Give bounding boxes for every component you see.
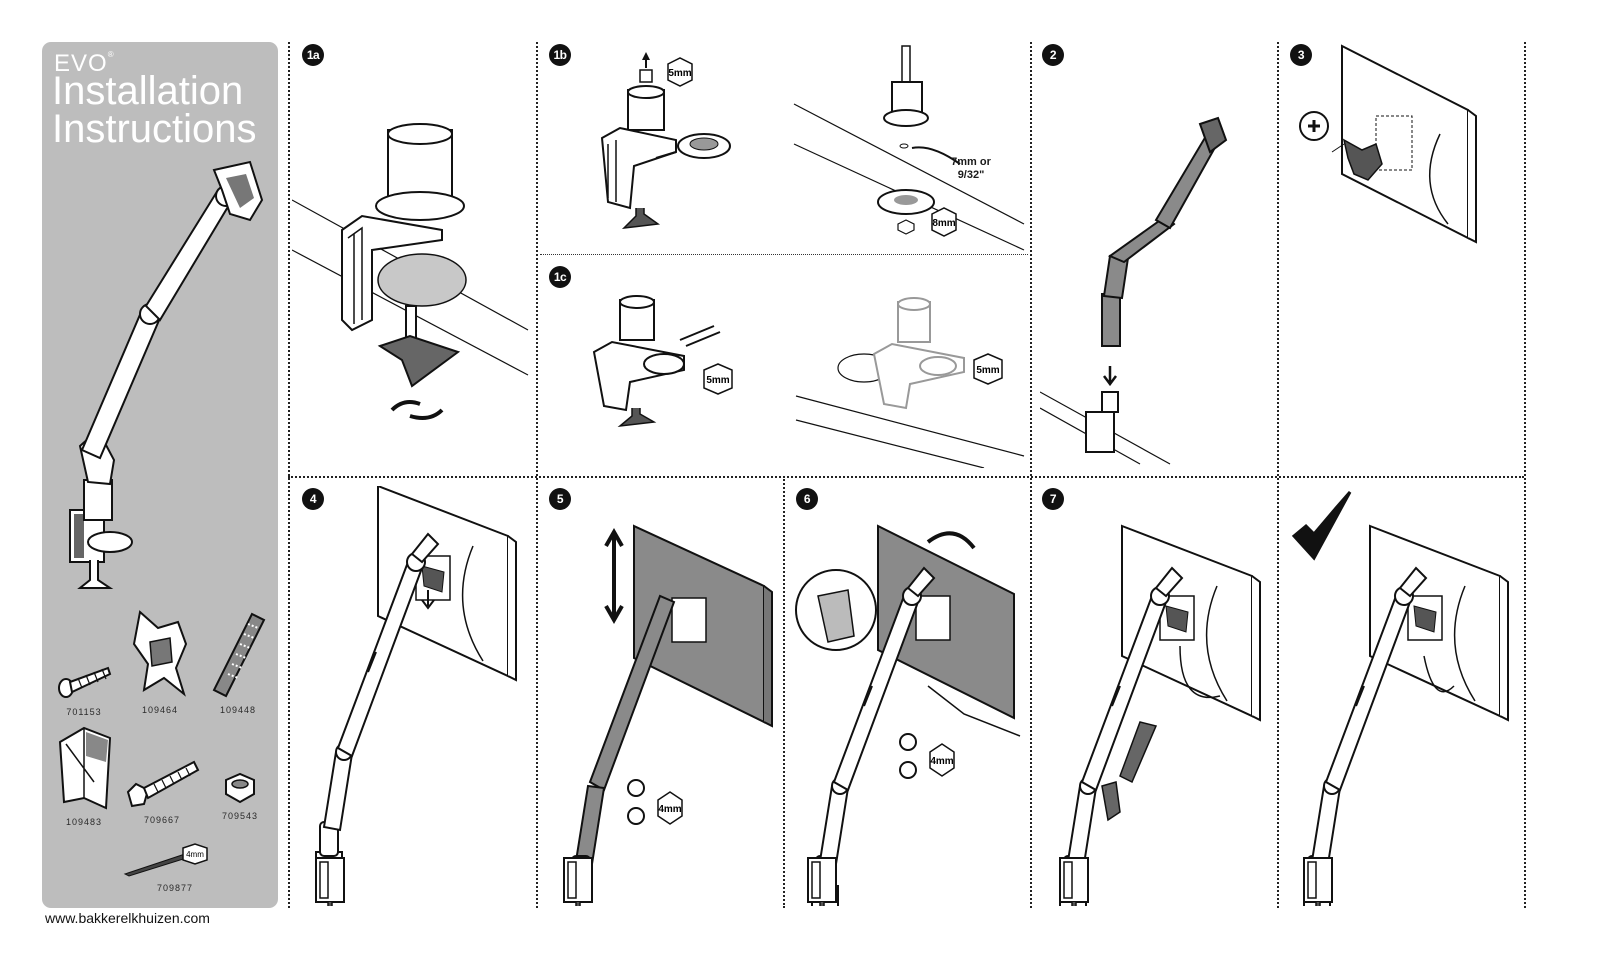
title-line-2: Instructions xyxy=(52,107,257,151)
grid-divider xyxy=(783,476,785,908)
tool-size-label: 5mm xyxy=(706,375,729,386)
part-code: 709543 xyxy=(221,811,259,821)
step-badge-6: 6 xyxy=(796,488,818,510)
step-2-illustration xyxy=(1040,116,1228,465)
grid-divider xyxy=(1030,42,1032,908)
allen-key-size: 4mm xyxy=(186,850,204,859)
hole-note-line-2: 9/32" xyxy=(957,169,985,181)
tool-size-label: 4mm xyxy=(930,756,953,767)
sidebar-panel: EVO® Installation Instructions 701153 10… xyxy=(42,42,278,908)
brand-logo: EVO® xyxy=(54,50,115,77)
cable-cover-icon xyxy=(212,612,266,698)
grid-divider xyxy=(288,476,1524,478)
step-1c-alt-illustration: 5mm xyxy=(795,297,1025,468)
step-1b-grommet-illustration: 8mm xyxy=(793,45,1025,251)
grid-divider xyxy=(540,254,1028,255)
part-cable-cover: 109448 xyxy=(206,610,270,715)
grid-divider xyxy=(288,42,290,908)
step-badge-4: 4 xyxy=(302,488,324,510)
allen-key-icon: 4mm xyxy=(123,843,208,877)
part-nut: 709543 xyxy=(210,770,270,821)
step-1a-illustration xyxy=(292,123,529,420)
part-cable-clip: 109483 xyxy=(52,722,116,827)
step-5-illustration: 4mm xyxy=(563,524,773,906)
nut-icon xyxy=(225,772,255,804)
checkmark-icon xyxy=(1291,491,1352,561)
page-title: Installation Instructions xyxy=(52,69,257,151)
step-badge-3: 3 xyxy=(1290,44,1312,66)
bolt-icon xyxy=(126,760,200,808)
part-code: 109483 xyxy=(65,817,103,827)
step-1c-illustration: 5mm xyxy=(592,295,733,428)
grid-divider xyxy=(1524,42,1526,908)
tool-size-label: 8mm xyxy=(932,218,955,229)
step-badge-5: 5 xyxy=(549,488,571,510)
tool-size-label: 5mm xyxy=(668,68,691,79)
part-code: 109448 xyxy=(219,705,257,715)
part-bolt: 709667 xyxy=(122,754,202,825)
part-code: 709667 xyxy=(143,815,181,825)
hole-note-line-1: 7mm or xyxy=(951,156,991,168)
step-3-illustration xyxy=(1299,44,1477,244)
tool-size-label: 5mm xyxy=(976,365,999,376)
step-6-illustration: 4mm xyxy=(795,524,1021,906)
step-1b-illustration: 5mm xyxy=(600,52,731,229)
step-7-illustration xyxy=(1059,525,1261,906)
step-badge-1b: 1b xyxy=(549,44,571,66)
part-code: 109464 xyxy=(141,705,179,715)
part-vesa-plate: 109464 xyxy=(128,608,192,715)
title-line-1: Installation xyxy=(52,69,244,113)
monitor-arm-illustration xyxy=(69,160,264,589)
step-badge-1a: 1a xyxy=(302,44,324,66)
part-code: 701153 xyxy=(66,707,102,717)
tool-size-label: 4mm xyxy=(658,804,681,815)
cable-clip-icon xyxy=(58,726,112,810)
part-code: 709877 xyxy=(156,883,194,893)
final-step-illustration xyxy=(1291,491,1509,906)
hole-size-note: 7mm or 9/32" xyxy=(938,156,1004,182)
screw-icon xyxy=(58,666,112,698)
step-badge-2: 2 xyxy=(1042,44,1064,66)
website-link[interactable]: www.bakkerelkhuizen.com xyxy=(45,910,210,926)
step-4-illustration xyxy=(315,486,517,906)
step-badge-7: 7 xyxy=(1042,488,1064,510)
part-allen-key: 4mm 709877 xyxy=(120,842,230,893)
grid-divider xyxy=(1277,42,1279,908)
step-badge-1c: 1c xyxy=(549,266,571,288)
part-screw: 701153 xyxy=(54,662,114,717)
vesa-plate-icon xyxy=(132,610,188,697)
grid-divider xyxy=(536,42,538,908)
